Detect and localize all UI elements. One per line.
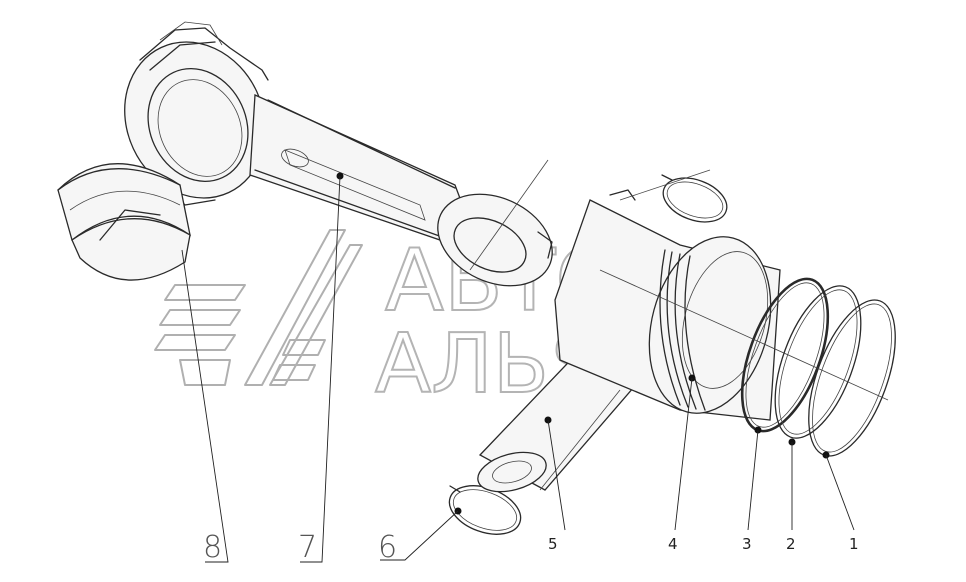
watermark-logo [154,229,363,386]
callout-label-1: 1 [849,535,859,553]
callout-4: 4 [668,374,696,553]
callout-label-5: 5 [548,535,558,553]
callout-label-4: 4 [668,535,678,553]
leader-line-8 [181,249,229,563]
assembly-axes [469,159,889,491]
piston-pin [477,315,641,493]
leader-line-1 [825,454,855,531]
leader-line-5 [547,419,566,531]
callout-7: 7 [298,172,344,565]
leader-line-7 [300,175,341,563]
callout-3: 3 [742,426,762,553]
bearing-shells [57,163,191,281]
callouts: 1 2 3 4 5 6 7 [181,172,859,565]
callout-label-7: 7 [298,530,317,565]
callout-label-2: 2 [786,535,796,553]
leader-line-3 [747,429,759,531]
callout-6: 6 [378,507,462,565]
piston [554,189,781,421]
callout-label-6: 6 [378,530,397,565]
callout-8: 8 [181,249,229,565]
callout-2: 2 [786,438,796,553]
callout-1: 1 [822,451,859,553]
callout-label-3: 3 [742,535,752,553]
callout-5: 5 [544,416,566,553]
callout-label-8: 8 [203,530,222,565]
leader-line-4 [674,377,693,531]
leader-line-6 [380,510,459,561]
